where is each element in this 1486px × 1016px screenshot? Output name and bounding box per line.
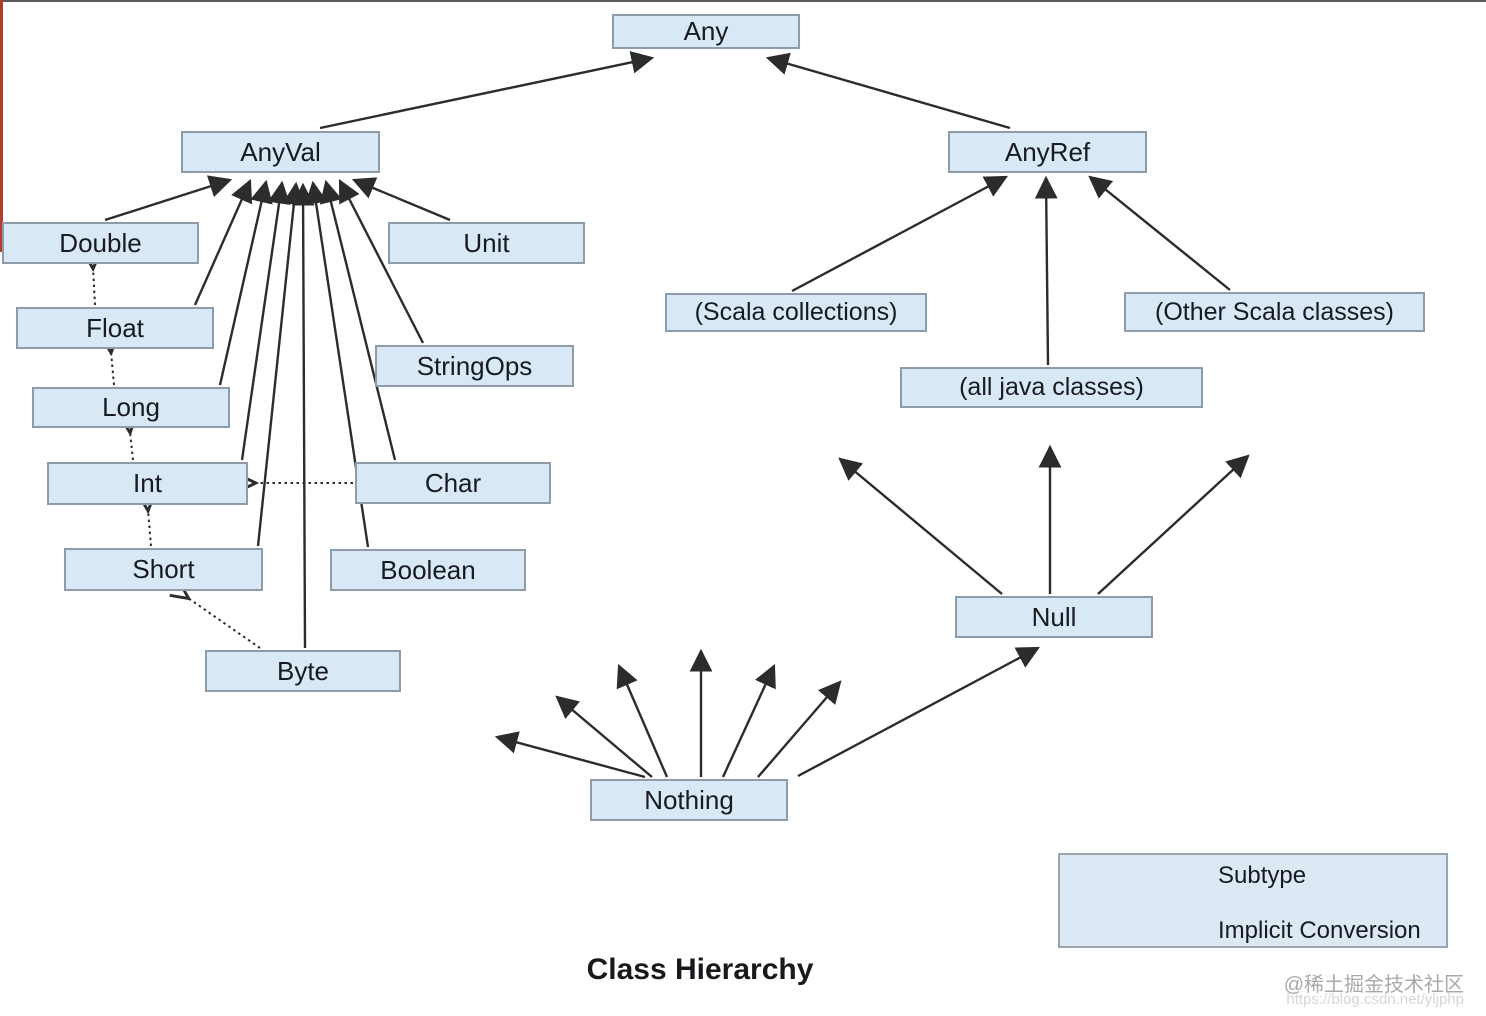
- node-byte: Byte: [205, 650, 401, 692]
- node-stringops: StringOps: [375, 345, 574, 387]
- arrow-null-up-left: [838, 457, 1003, 595]
- arrow-char-to-anyval: [319, 179, 397, 461]
- arrow-nothing-fan-5: [721, 663, 776, 778]
- node-all-java-classes: (all java classes): [900, 367, 1203, 408]
- arrow-nothing-to-null: [797, 646, 1041, 778]
- left-red-strip: [0, 0, 3, 252]
- arrow-long-to-anyval: [218, 179, 273, 386]
- node-other-scala-classes: (Other Scala classes): [1124, 292, 1425, 332]
- node-short: Short: [64, 548, 263, 591]
- arrow-int-to-long-implicit: [130, 432, 133, 461]
- arrow-short-to-anyval: [256, 181, 306, 547]
- legend-box: [1058, 853, 1448, 948]
- top-border-line: [0, 0, 1486, 2]
- arrow-anyref-to-any: [765, 52, 1011, 130]
- node-scala-collections: (Scala collections): [665, 293, 927, 332]
- arrow-byte-to-short-implicit: [188, 598, 261, 649]
- node-anyval: AnyVal: [181, 131, 380, 173]
- diagram-title: Class Hierarchy: [586, 953, 814, 986]
- legend-implicit-label: Implicit Conversion: [1218, 917, 1421, 944]
- arrow-nothing-fan-3: [616, 663, 669, 778]
- arrow-double-to-anyval: [104, 175, 233, 222]
- node-unit: Unit: [388, 222, 585, 264]
- arrow-short-to-int-implicit: [148, 510, 151, 547]
- node-nothing: Nothing: [590, 779, 788, 821]
- arrow-other-scala-to-anyref: [1088, 175, 1231, 291]
- arrow-byte-to-anyval: [291, 182, 315, 649]
- watermark-url: https://blog.csdn.net/yljphp: [1286, 991, 1464, 1008]
- arrow-nothing-fan-2: [555, 695, 653, 778]
- arrow-nothing-fan-1: [494, 731, 646, 779]
- watermark-community: @稀土掘金技术社区: [1283, 974, 1464, 996]
- arrow-scala-collections-to-anyref: [791, 175, 1009, 293]
- arrow-int-to-anyval: [240, 180, 291, 461]
- arrow-long-to-float-implicit: [111, 352, 114, 386]
- arrow-anyval-to-any: [319, 51, 655, 130]
- arrow-unit-to-anyval: [351, 177, 451, 222]
- node-long: Long: [32, 387, 230, 428]
- node-char: Char: [355, 462, 551, 504]
- arrow-all-java-to-anyref: [1034, 175, 1058, 366]
- legend-subtype-label: Subtype: [1218, 862, 1307, 889]
- node-boolean: Boolean: [330, 549, 526, 591]
- node-float: Float: [16, 307, 214, 349]
- node-double: Double: [2, 222, 199, 264]
- arrow-nothing-fan-6: [757, 680, 842, 778]
- node-any: Any: [612, 14, 800, 49]
- arrow-stringops-to-anyval: [338, 178, 425, 344]
- arrow-float-to-anyval: [193, 178, 253, 306]
- node-anyref: AnyRef: [948, 131, 1147, 173]
- arrow-null-up-right: [1097, 454, 1250, 595]
- arrow-float-to-double-implicit: [93, 268, 95, 306]
- node-int: Int: [47, 462, 248, 505]
- node-null: Null: [955, 596, 1153, 638]
